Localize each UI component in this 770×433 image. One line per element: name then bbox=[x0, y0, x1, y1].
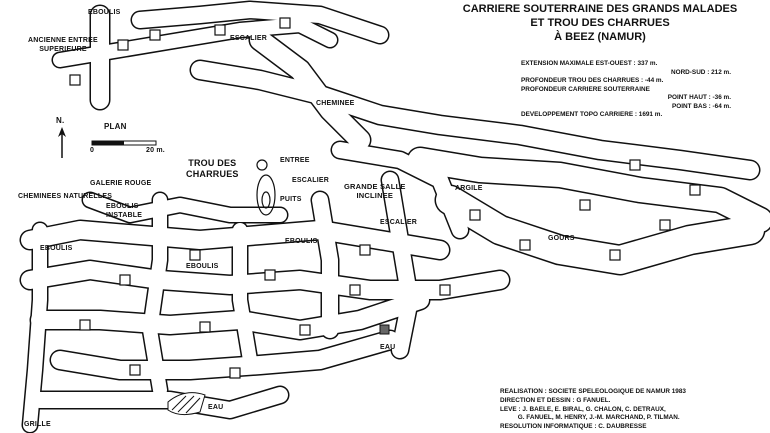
gallery-floor bbox=[250, 30, 370, 150]
title-line: ET TROU DES CHARRUES bbox=[530, 17, 670, 29]
stat-nord-sud: NORD-SUD : 212 m. bbox=[670, 68, 731, 76]
label-line: INSTABLE bbox=[106, 212, 143, 219]
rock-pillar bbox=[469, 209, 481, 221]
water-hatch bbox=[167, 392, 206, 416]
label-line: INCLINEE bbox=[356, 191, 394, 200]
label-eau: EAU bbox=[380, 344, 396, 351]
rock-pillar bbox=[689, 184, 701, 196]
title-line: CARRIERE SOUTERRAINE DES GRANDS MALADES bbox=[462, 3, 738, 15]
credit-line: REALISATION : SOCIETE SPELEOLOGIQUE DE N… bbox=[500, 388, 686, 395]
credits-block: REALISATION : SOCIETE SPELEOLOGIQUE DE N… bbox=[500, 388, 686, 432]
label-escalier: ESCALIER bbox=[380, 219, 417, 226]
rock-pillar bbox=[189, 249, 201, 261]
label-eboulis: EBOULIS bbox=[40, 245, 73, 252]
label-escalier: ESCALIER bbox=[230, 35, 267, 42]
gallery-floor bbox=[132, 2, 388, 43]
gallery-floor bbox=[408, 148, 770, 232]
rock-pillar bbox=[199, 321, 211, 333]
scale-zero-label: 0 bbox=[90, 147, 95, 154]
label-argile: ARGILE bbox=[455, 185, 483, 192]
gallery-floor bbox=[53, 18, 337, 67]
rock-pillar bbox=[129, 364, 141, 376]
label-galerie-rouge: GALERIE ROUGE bbox=[90, 180, 152, 187]
rock-pillar bbox=[579, 199, 591, 211]
scale-end-label: 20 m. bbox=[146, 147, 165, 154]
rock-pillar bbox=[629, 159, 641, 171]
gallery-floor bbox=[436, 186, 764, 274]
title-line: À BEEZ (NAMUR) bbox=[554, 31, 646, 43]
label-eboulis: EBOULIS bbox=[285, 238, 318, 245]
stat-profondeur-trou: PROFONDEUR TROU DES CHARRUES : -44 m. bbox=[521, 77, 664, 84]
gallery-floor bbox=[31, 291, 429, 339]
label-eboulis: EBOULIS bbox=[88, 9, 121, 16]
stats-block: EXTENSION MAXIMALE EST-OUEST : 337 m. NO… bbox=[521, 60, 731, 120]
rock-pillar bbox=[149, 29, 161, 41]
label-line: TROU DES bbox=[188, 158, 237, 168]
gallery-floor bbox=[191, 61, 759, 179]
gallery-floor bbox=[143, 193, 167, 397]
credit-line: LEVE : J. BAELE, E. BIRAL, G. CHALON, C.… bbox=[500, 405, 666, 413]
rock-pillar bbox=[439, 284, 451, 296]
scale-bar bbox=[91, 140, 157, 146]
gallery-floor bbox=[332, 142, 468, 238]
label-eau: EAU bbox=[208, 404, 224, 411]
map-title: CARRIERE SOUTERRAINE DES GRANDS MALADES … bbox=[420, 2, 770, 44]
label-ancienne-entree: ANCIENNE ENTREE SUPERIEURE bbox=[28, 36, 98, 54]
gallery-floor bbox=[83, 193, 287, 222]
rock-pillar bbox=[519, 239, 531, 251]
north-arrow bbox=[58, 127, 66, 158]
gallery-floor bbox=[21, 221, 449, 259]
gallery-floor bbox=[21, 261, 509, 299]
rock-pillar bbox=[279, 17, 291, 29]
water-point-marker bbox=[379, 324, 390, 335]
label-cheminee: CHEMINEE bbox=[316, 100, 355, 107]
north-label: N. bbox=[56, 116, 65, 125]
rock-pillar bbox=[214, 24, 226, 36]
rock-pillar bbox=[69, 74, 81, 86]
rock-pillar bbox=[349, 284, 361, 296]
label-puits: PUITS bbox=[280, 196, 302, 203]
label-grille: GRILLE bbox=[24, 421, 51, 428]
label-gours: GOURS bbox=[548, 235, 575, 242]
credit-line: RESOLUTION INFORMATIQUE : C. DAUBRESSE bbox=[500, 423, 647, 431]
gallery-floor bbox=[51, 331, 399, 379]
label-line: ANCIENNE ENTREE bbox=[28, 37, 98, 44]
rock-pillar bbox=[117, 39, 129, 51]
rock-pillar bbox=[264, 269, 276, 281]
stat-point-haut: POINT HAUT : -36 m. bbox=[667, 94, 731, 101]
plan-label: PLAN bbox=[104, 122, 127, 131]
rock-pillar bbox=[359, 244, 371, 256]
gallery-floor bbox=[382, 172, 418, 358]
label-line: SUPERIEURE bbox=[39, 46, 87, 53]
gallery-floor bbox=[312, 192, 338, 338]
label-cheminees-naturelles: CHEMINEES NATURELLES bbox=[18, 193, 113, 200]
rock-pillar bbox=[659, 219, 671, 231]
label-line: GRANDE SALLE bbox=[344, 182, 406, 191]
rock-pillar bbox=[609, 249, 621, 261]
label-escalier: ESCALIER bbox=[292, 177, 329, 184]
label-line: CHARRUES bbox=[186, 169, 239, 179]
credit-line: G. FANUEL, M. HENRY, J.-M. MARCHAND, P. … bbox=[500, 414, 680, 422]
rock-pillar bbox=[299, 324, 311, 336]
credit-line: DIRECTION ET DESSIN : G FANUEL. bbox=[500, 396, 611, 404]
gallery-floor bbox=[23, 223, 47, 432]
stat-extension: EXTENSION MAXIMALE EST-OUEST : 337 m. bbox=[521, 60, 658, 67]
rock-pillar bbox=[229, 367, 241, 379]
stat-profondeur-carriere: PROFONDEUR CARRIERE SOUTERRAINE bbox=[521, 85, 650, 93]
label-eboulis: EBOULIS bbox=[186, 263, 219, 270]
label-line: EBOULIS bbox=[106, 203, 139, 210]
stat-point-bas: POINT BAS : -64 m. bbox=[672, 102, 731, 110]
rock-pillar bbox=[79, 319, 91, 331]
rock-pillar bbox=[119, 274, 131, 286]
label-eboulis-instable: EBOULIS INSTABLE bbox=[106, 202, 142, 220]
puits-shaft bbox=[256, 159, 276, 216]
gallery-floor bbox=[233, 223, 257, 367]
label-entree: ENTREE bbox=[280, 157, 310, 164]
stat-developpement: DEVELOPPEMENT TOPO CARRIERE : 1691 m. bbox=[521, 111, 663, 118]
